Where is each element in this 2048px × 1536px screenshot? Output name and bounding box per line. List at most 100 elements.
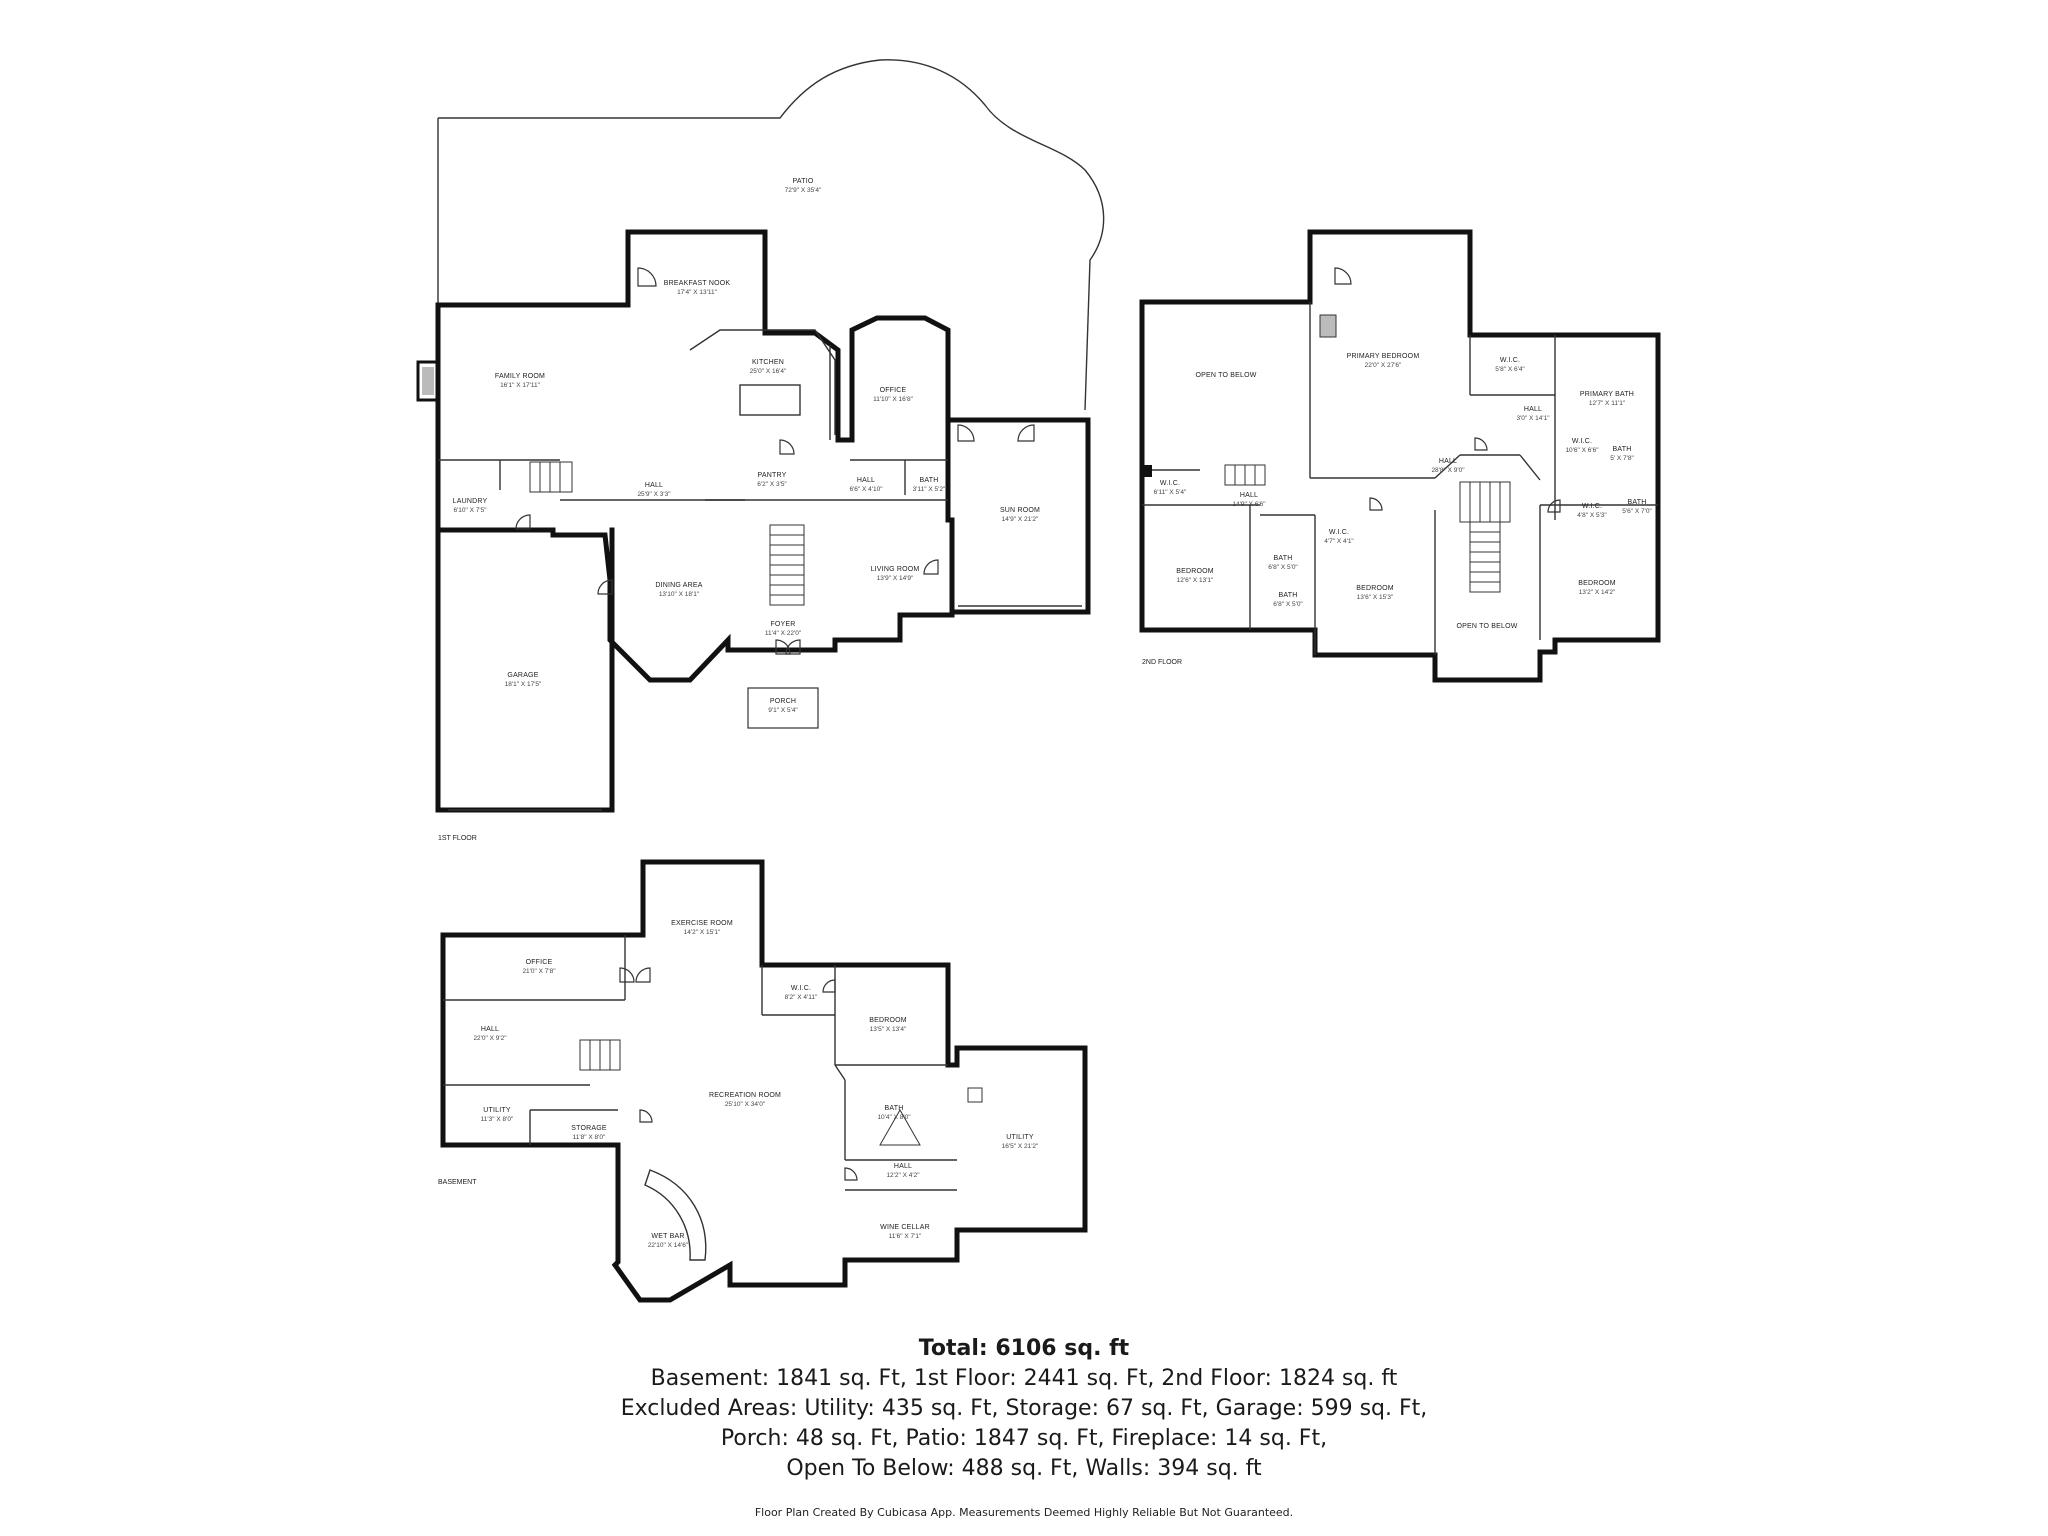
room-name: BEDROOM [1578,580,1616,587]
room-dim: 17'4" X 13'11" [677,289,718,296]
room-dim: 5'6" X 7'0" [1622,508,1652,515]
room-dim: 22'10" X 14'6" [648,1242,689,1249]
kitchen-island [739,384,801,416]
room-name: STORAGE [571,1125,607,1132]
room-dim: 28'8" X 9'0" [1431,467,1465,474]
room-dim: 6'10" X 7'5" [453,507,487,514]
room-dim: 4'7" X 4'1" [1324,538,1354,545]
room-name: LIVING ROOM [871,566,920,573]
room-name: HALL [894,1163,912,1170]
room-dim: 6'8" X 5'0" [1273,601,1303,608]
room-dim: 25'0" X 16'4" [750,368,787,375]
room-dim: 72'9" X 35'4" [785,187,822,194]
first-floor-plan [416,59,1105,813]
room-name: RECREATION ROOM [709,1092,781,1099]
room-dim: 18'1" X 17'5" [505,681,542,688]
room-dim: 25'9" X 3'3" [637,491,671,498]
room-name: WINE CELLAR [880,1224,930,1231]
room-name: FAMILY ROOM [495,373,545,380]
room-dim: 5' X 7'8" [1610,455,1634,462]
room-name: DINING AREA [655,582,702,589]
area-summary: Total: 6106 sq. ft Basement: 1841 sq. Ft… [0,1334,2048,1484]
room-name: HALL [1524,406,1542,413]
room-name: BATH [885,1105,904,1112]
room-dim: 13'6" X 15'3" [1357,594,1394,601]
room-name: PORCH [770,698,796,705]
room-dim: 10'4" X 8'0" [877,1114,911,1121]
garage-walls [435,527,615,813]
room-dim: 22'0" X 27'6" [1365,362,1402,369]
room-dim: 11'4" X 22'0" [765,630,802,637]
excluded-areas-3: Open To Below: 488 sq. Ft, Walls: 394 sq… [786,1456,1262,1481]
room-dim: 12'7" X 11'1" [1589,400,1626,407]
floor-areas: Basement: 1841 sq. Ft, 1st Floor: 2441 s… [650,1366,1398,1391]
excluded-areas-1: Excluded Areas: Utility: 435 sq. Ft, Sto… [620,1396,1428,1421]
room-dim: 16'5" X 21'2" [1002,1143,1039,1150]
room-name: HALL [645,482,663,489]
room-dim: 13'9" X 14'9" [877,575,914,582]
room-name: PANTRY [758,472,787,479]
room-name: LAUNDRY [453,498,488,505]
room-dim: 3'0" X 14'1" [1516,415,1550,422]
sun-room-walls [949,417,1091,615]
room-dim: 8'2" X 4'11" [785,994,818,1001]
room-name: W.I.C. [1329,529,1349,536]
room-name: GARAGE [507,672,538,679]
floor-label: BASEMENT [438,1179,477,1186]
room-name: BEDROOM [869,1017,907,1024]
room-dim: 6'11" X 5'4" [1154,489,1187,496]
patio-outline [438,59,1105,411]
room-name: SUN ROOM [1000,507,1040,514]
room-dim: 13'10" X 18'1" [659,591,700,598]
basement-stairs [579,1039,921,1146]
first-floor-walls [435,229,955,683]
total-area: Total: 6106 sq. ft [918,1336,1130,1361]
room-name: BEDROOM [1176,568,1214,575]
room-name: BATH [1628,499,1647,506]
basement-walls [440,859,1088,1303]
room-dim: 11'10" X 16'8" [873,396,914,403]
room-name: PATIO [793,178,814,185]
room-dim: 6'6" X 4'10" [849,486,883,493]
room-name: PRIMARY BEDROOM [1347,353,1420,360]
room-name: W.I.C. [1160,480,1180,487]
room-name: WET BAR [651,1233,684,1240]
room-dim: 10'6" X 6'6" [1565,447,1599,454]
room-dim: 4'8" X 5'3" [1577,512,1607,519]
room-dim: 16'1" X 17'11" [500,382,541,389]
first-floor-stairs [529,461,805,606]
room-name: EXERCISE ROOM [671,920,733,927]
room-name: HALL [1240,492,1258,499]
room-name: W.I.C. [1572,438,1592,445]
room-name: KITCHEN [752,359,784,366]
room-name: UTILITY [483,1107,511,1114]
room-dim: 6'8" X 5'0" [1268,564,1298,571]
room-name: UTILITY [1006,1134,1034,1141]
room-dim: 21'0" X 7'8" [522,968,556,975]
room-name: HALL [481,1026,499,1033]
room-name: HALL [857,477,875,484]
room-name: BEDROOM [1356,585,1394,592]
room-dim: 14'2" X 15'1" [684,929,721,936]
floor-label: 1ST FLOOR [438,835,477,842]
room-name: OFFICE [880,387,907,394]
porch-outline [747,687,819,729]
credit-note: Floor Plan Created By Cubicasa App. Meas… [754,1506,1294,1519]
room-name: BATH [1274,555,1293,562]
room-name: BREAKFAST NOOK [664,280,731,287]
room-dim: 13'5" X 13'4" [870,1026,907,1033]
excluded-areas-2: Porch: 48 sq. Ft, Patio: 1847 sq. Ft, Fi… [720,1426,1328,1451]
room-name: OFFICE [526,959,553,966]
kitchen-counter [689,329,836,435]
room-name: W.I.C. [1582,503,1602,510]
room-dim: 11'6" X 7'1" [889,1233,922,1240]
room-dim: 12'6" X 13'1" [1177,577,1214,584]
room-name: W.I.C. [791,985,811,992]
basement-plan [440,859,1088,1303]
wet-bar-counter [644,1169,707,1261]
room-name: FOYER [770,621,795,628]
floor-label: 2ND FLOOR [1142,659,1182,666]
room-dim: 12'2" X 4'2" [886,1172,920,1179]
room-dim: 25'10" X 34'0" [725,1101,766,1108]
room-name: OPEN TO BELOW [1456,623,1517,630]
